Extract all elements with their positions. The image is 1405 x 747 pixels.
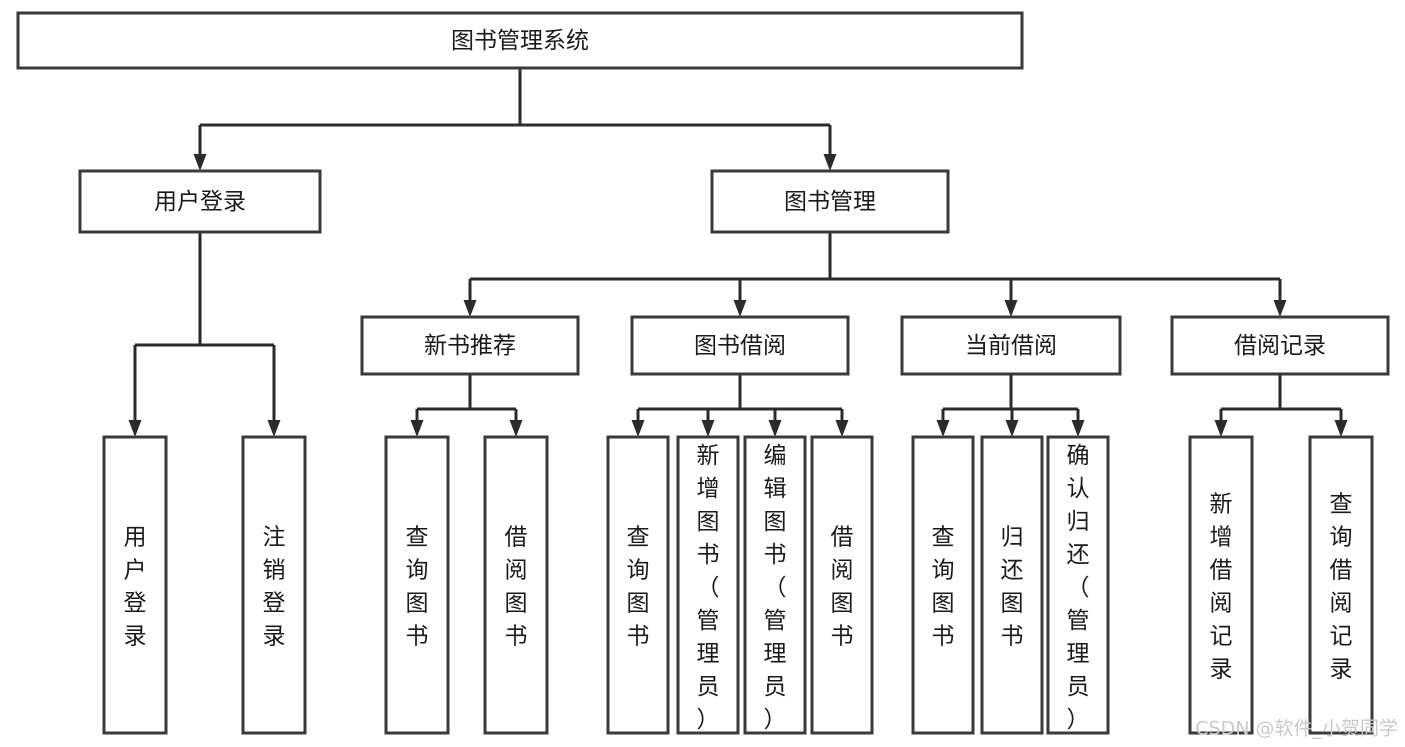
arrow-head-icon <box>1214 420 1228 437</box>
node-label-leaf-rec-borrow: 借阅图书 <box>505 525 528 650</box>
arrow-head-icon <box>823 154 837 171</box>
node-label-book-borrow: 图书借阅 <box>694 333 786 359</box>
node-leaf-borrow-book[interactable]: 借阅图书 <box>810 435 874 735</box>
arrow-head-icon <box>1334 420 1348 437</box>
node-label-leaf-rec-query: 查询图书 <box>406 525 429 650</box>
node-label-leaf-confirm-return: 确认归还（管理员） <box>1067 443 1090 733</box>
node-leaf-add-book[interactable]: 新增图书（管理员） <box>676 435 740 735</box>
node-borrow-record[interactable]: 借阅记录 <box>1170 315 1390 376</box>
arrow-head-icon <box>410 420 424 437</box>
node-box-new-book-rec[interactable] <box>360 315 580 376</box>
arrow-head-icon <box>509 420 523 437</box>
node-label-leaf-borrow-book: 借阅图书 <box>831 525 854 650</box>
connector-group <box>410 374 523 437</box>
node-label-leaf-edit-book: 编辑图书（管理员） <box>764 443 787 733</box>
nodes-layer: 图书管理系统用户登录图书管理新书推荐图书借阅当前借阅借阅记录用户登录注销登录查询… <box>16 11 1390 735</box>
node-label-current-borrow: 当前借阅 <box>965 333 1057 359</box>
node-leaf-return-book[interactable]: 归还图书 <box>980 435 1044 735</box>
node-leaf-cur-query[interactable]: 查询图书 <box>911 435 975 735</box>
connector-group <box>1214 374 1348 437</box>
arrow-head-icon <box>768 420 782 437</box>
node-box-leaf-borrow-book[interactable] <box>810 435 874 735</box>
node-label-book-manage: 图书管理 <box>784 189 876 215</box>
node-box-root[interactable] <box>16 11 1024 70</box>
node-leaf-rec-borrow[interactable]: 借阅图书 <box>483 435 549 735</box>
arrow-head-icon <box>1273 300 1287 317</box>
arrow-head-icon <box>1004 300 1018 317</box>
arrow-head-icon <box>1005 420 1019 437</box>
node-label-leaf-add-record: 新增借阅记录 <box>1210 492 1233 683</box>
connector-group <box>193 68 837 171</box>
node-book-manage[interactable]: 图书管理 <box>710 169 950 234</box>
node-user-login[interactable]: 用户登录 <box>78 169 322 234</box>
node-label-leaf-cur-query: 查询图书 <box>932 525 955 650</box>
node-leaf-borrow-query[interactable]: 查询图书 <box>606 435 670 735</box>
node-box-leaf-user-login[interactable] <box>102 435 168 735</box>
connector-group <box>463 232 1287 317</box>
node-box-leaf-add-book[interactable] <box>676 435 740 735</box>
arrow-head-icon <box>463 300 477 317</box>
node-box-borrow-record[interactable] <box>1170 315 1390 376</box>
arrow-head-icon <box>733 300 747 317</box>
node-book-borrow[interactable]: 图书借阅 <box>630 315 850 376</box>
node-box-book-manage[interactable] <box>710 169 950 234</box>
connector-group <box>128 232 281 437</box>
node-label-leaf-query-record: 查询借阅记录 <box>1330 492 1353 683</box>
node-box-leaf-confirm-return[interactable] <box>1046 435 1110 735</box>
arrow-head-icon <box>128 420 142 437</box>
node-label-new-book-rec: 新书推荐 <box>424 333 516 359</box>
node-box-leaf-add-record[interactable] <box>1188 435 1254 735</box>
node-root[interactable]: 图书管理系统 <box>16 11 1024 70</box>
node-label-root: 图书管理系统 <box>451 28 589 54</box>
node-box-current-borrow[interactable] <box>900 315 1122 376</box>
watermark-label: CSDN @软件_小贺同学 <box>1195 718 1398 740</box>
node-leaf-logout[interactable]: 注销登录 <box>241 435 307 735</box>
node-box-leaf-return-book[interactable] <box>980 435 1044 735</box>
node-box-leaf-borrow-query[interactable] <box>606 435 670 735</box>
node-box-leaf-rec-query[interactable] <box>384 435 450 735</box>
node-label-leaf-borrow-query: 查询图书 <box>627 525 650 650</box>
node-leaf-confirm-return[interactable]: 确认归还（管理员） <box>1046 435 1110 735</box>
arrow-head-icon <box>631 420 645 437</box>
node-box-leaf-rec-borrow[interactable] <box>483 435 549 735</box>
node-box-leaf-logout[interactable] <box>241 435 307 735</box>
node-label-borrow-record: 借阅记录 <box>1234 333 1326 359</box>
node-label-user-login: 用户登录 <box>154 189 246 215</box>
node-label-leaf-user-login: 用户登录 <box>124 525 147 650</box>
node-leaf-rec-query[interactable]: 查询图书 <box>384 435 450 735</box>
node-box-leaf-query-record[interactable] <box>1308 435 1374 735</box>
arrow-head-icon <box>701 420 715 437</box>
arrow-head-icon <box>1071 420 1085 437</box>
node-box-book-borrow[interactable] <box>630 315 850 376</box>
node-box-leaf-edit-book[interactable] <box>743 435 807 735</box>
node-leaf-user-login[interactable]: 用户登录 <box>102 435 168 735</box>
arrow-head-icon <box>193 154 207 171</box>
node-box-user-login[interactable] <box>78 169 322 234</box>
node-label-leaf-logout: 注销登录 <box>263 525 286 650</box>
connectors-layer <box>128 68 1348 437</box>
node-leaf-edit-book[interactable]: 编辑图书（管理员） <box>743 435 807 735</box>
connector-group <box>631 374 849 437</box>
node-leaf-query-record[interactable]: 查询借阅记录 <box>1308 435 1374 735</box>
connector-group <box>936 374 1085 437</box>
node-new-book-rec[interactable]: 新书推荐 <box>360 315 580 376</box>
arrow-head-icon <box>936 420 950 437</box>
arrow-head-icon <box>835 420 849 437</box>
node-box-leaf-cur-query[interactable] <box>911 435 975 735</box>
node-label-leaf-add-book: 新增图书（管理员） <box>697 443 720 733</box>
node-label-leaf-return-book: 归还图书 <box>1001 525 1024 650</box>
node-current-borrow[interactable]: 当前借阅 <box>900 315 1122 376</box>
arrow-head-icon <box>267 420 281 437</box>
node-leaf-add-record[interactable]: 新增借阅记录 <box>1188 435 1254 735</box>
